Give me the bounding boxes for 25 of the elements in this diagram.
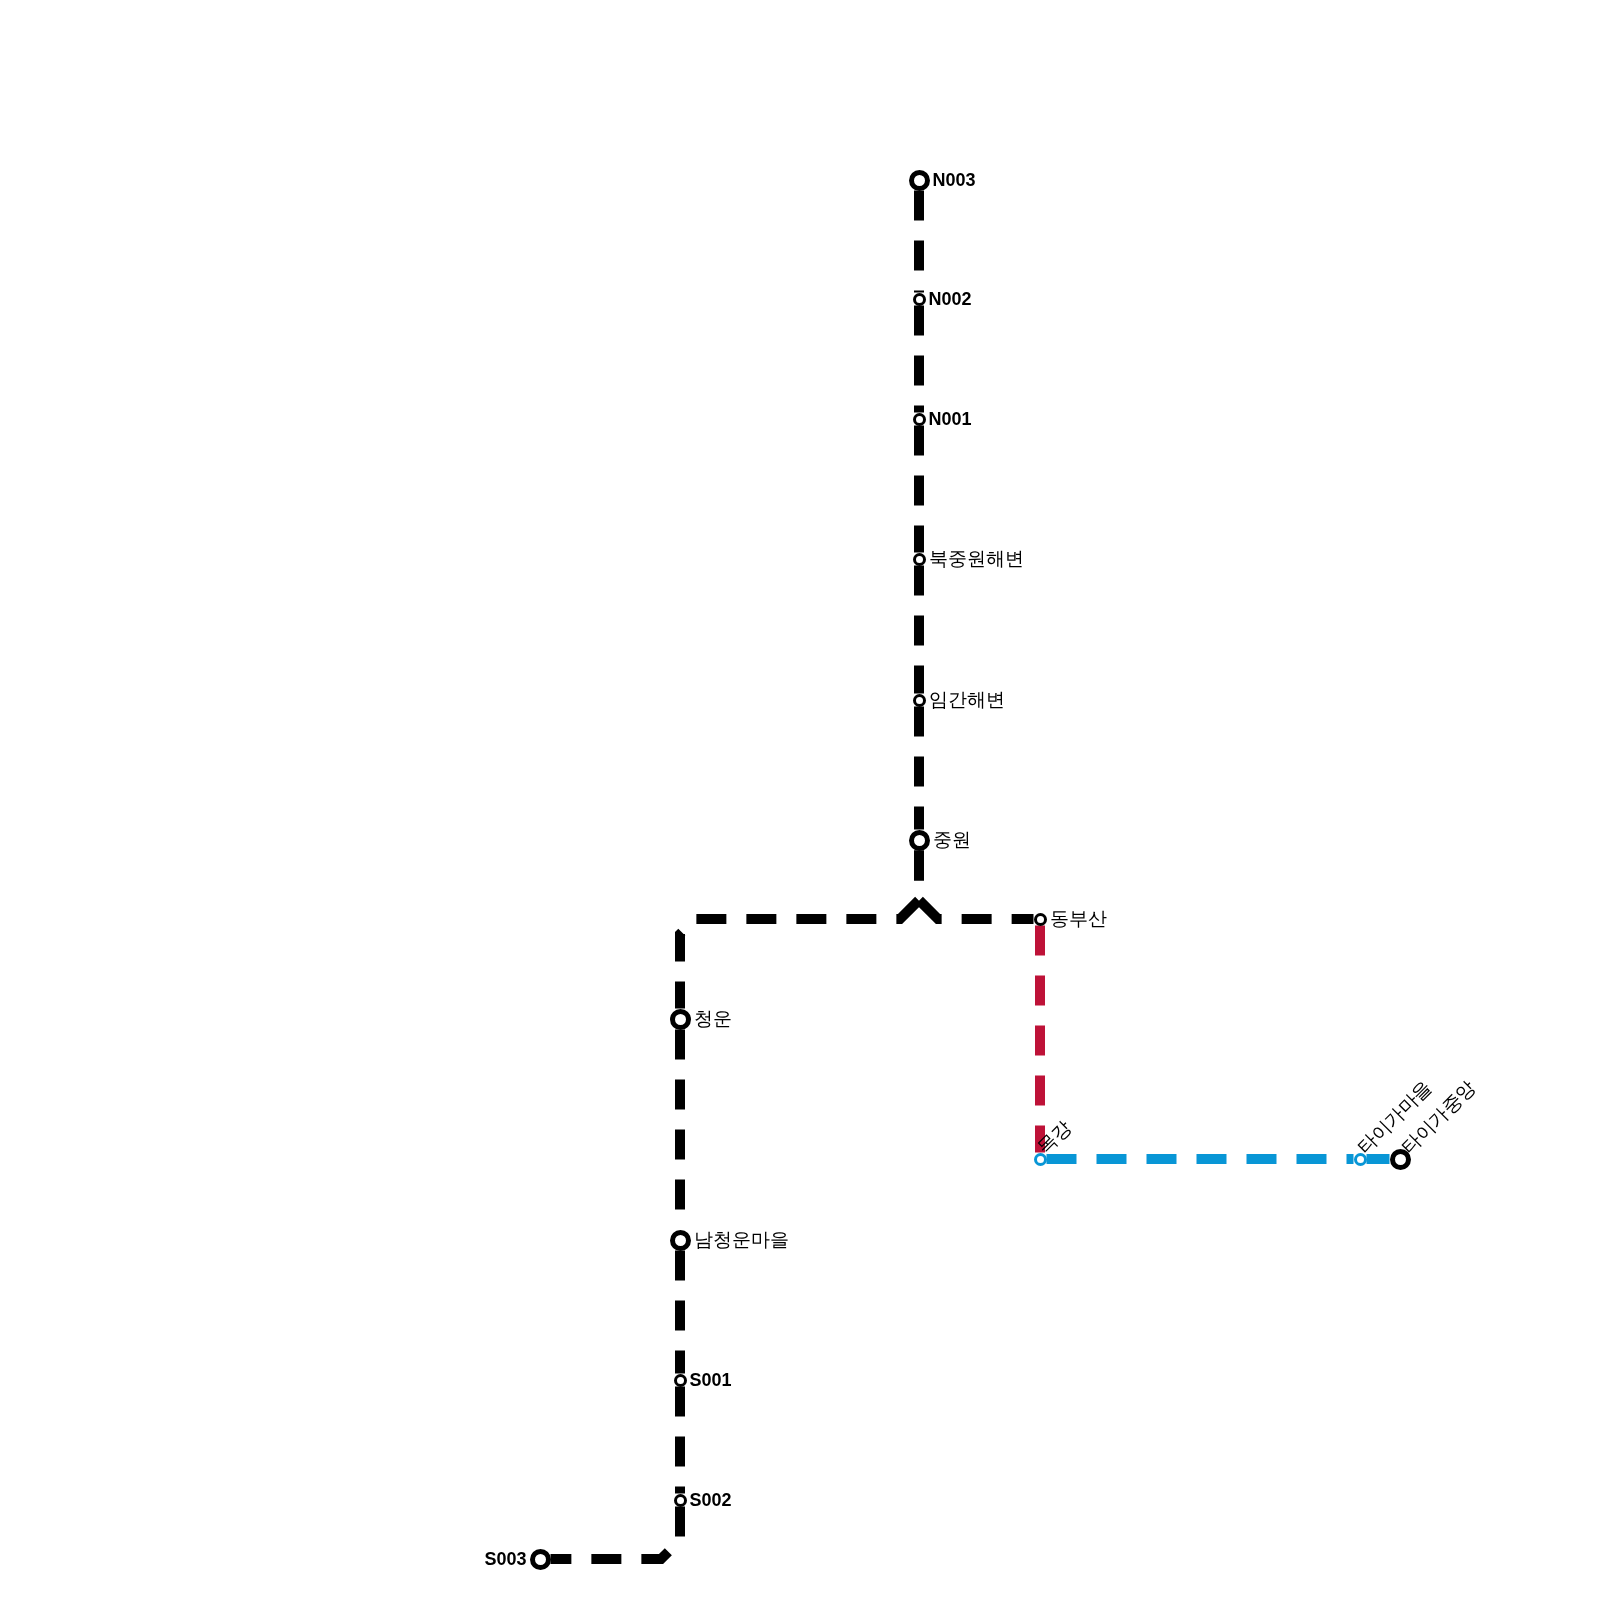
station-name: S001 bbox=[689, 1369, 732, 1391]
station-name: N002 bbox=[928, 288, 972, 310]
route-line bbox=[1035, 925, 1045, 1153]
route-line bbox=[914, 850, 1034, 924]
route-line bbox=[914, 425, 924, 553]
station-name: 중원 bbox=[932, 829, 971, 851]
station-name: N001 bbox=[928, 408, 972, 430]
route-line bbox=[675, 1386, 685, 1494]
route-line bbox=[914, 706, 924, 830]
route-line bbox=[675, 1250, 685, 1374]
station-name: S002 bbox=[689, 1489, 732, 1511]
station-name: 동부산 bbox=[1049, 908, 1107, 930]
route-line bbox=[914, 565, 924, 694]
station-name: 목강 bbox=[1032, 1116, 1076, 1159]
station-name: 남청운마을 bbox=[693, 1229, 789, 1251]
station-name: S003 bbox=[484, 1548, 527, 1570]
route-line bbox=[1366, 1154, 1390, 1164]
station-name: 청운 bbox=[693, 1008, 732, 1030]
route-line bbox=[914, 305, 924, 413]
route-line bbox=[914, 190, 924, 293]
route-line bbox=[550, 1506, 685, 1564]
station-name: N003 bbox=[932, 169, 976, 191]
station-name: 북중원해변 bbox=[928, 548, 1024, 570]
station-name: 임간해변 bbox=[928, 689, 1005, 711]
route-line bbox=[1046, 1154, 1354, 1164]
